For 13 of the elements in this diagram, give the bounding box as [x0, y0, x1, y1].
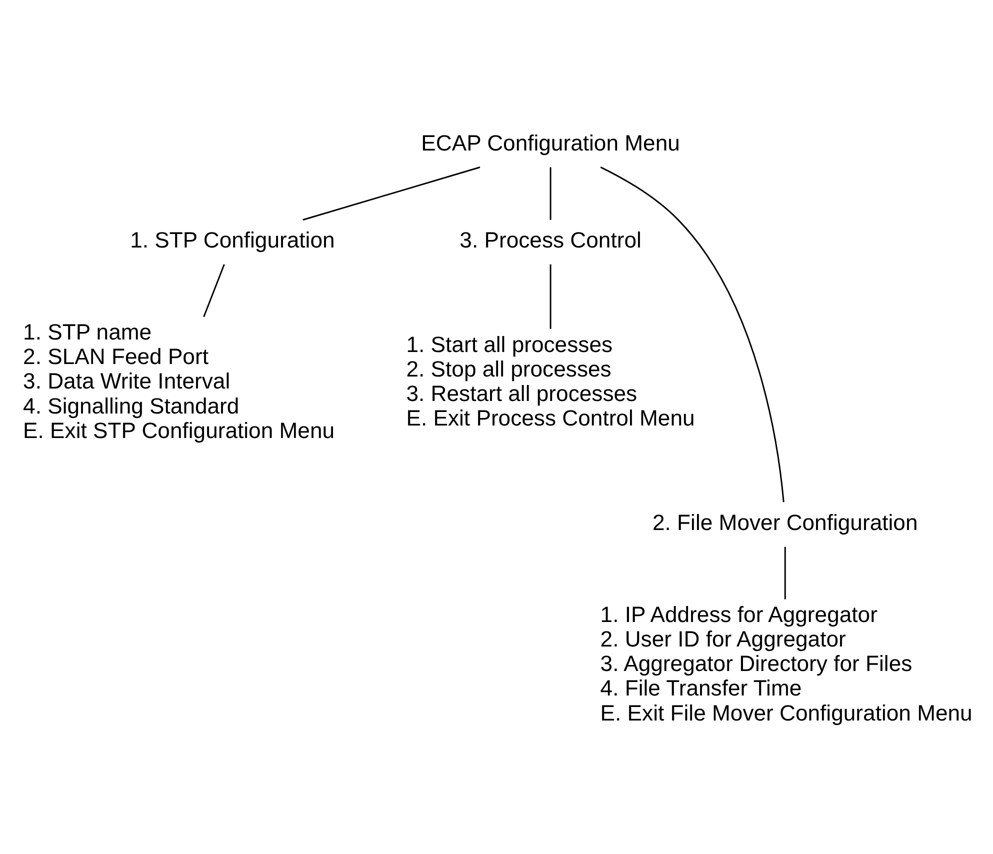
node-text: ECAP Configuration Menu [421, 130, 680, 155]
connector [600, 166, 784, 502]
connector [302, 166, 480, 220]
node-text: 1. Start all processes 2. Stop all processes 3. Restart all processes E. Exit Process Control Menu [406, 331, 695, 430]
node-text: 1. IP Address for Aggregator 2. User ID for Aggregator 3. Aggregator Directory for Files 4. File Transfer Time E. Exit File Mover Configuration Menu [600, 602, 972, 725]
connector [203, 264, 225, 317]
node-text: 3. Process Control [460, 226, 642, 252]
connector [784, 546, 786, 599]
connector [550, 264, 552, 328]
connector [550, 166, 552, 220]
node-text: 2. File Mover Configuration [652, 509, 918, 534]
node-text: 1. STP name 2. SLAN Feed Port 3. Data Write Interval 4. Signalling Standard E. Exit STP Configuration Menu [23, 319, 335, 442]
node-text: 1. STP Configuration [130, 226, 335, 252]
